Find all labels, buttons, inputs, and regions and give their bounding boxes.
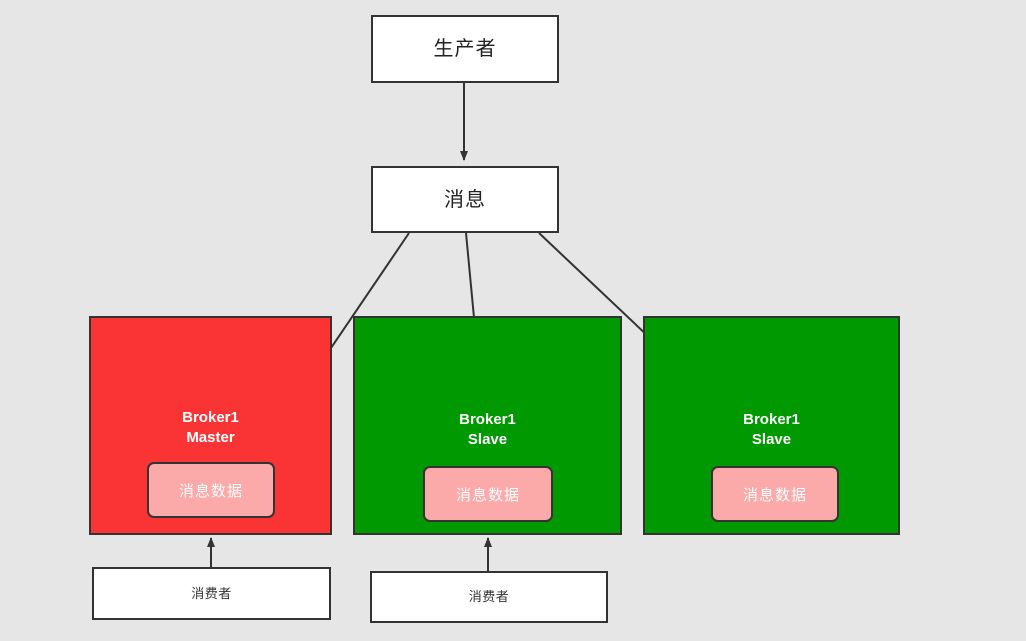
node-consumer-2[interactable]: 消费者: [370, 571, 608, 623]
broker1-slave-1-title: Broker1 Slave: [459, 411, 516, 448]
node-producer[interactable]: 生产者: [371, 15, 559, 83]
node-broker1-slave-2[interactable]: Broker1 Slave 消息数据: [643, 316, 900, 535]
broker1-master-data-box[interactable]: 消息数据: [147, 462, 275, 518]
producer-label: 生产者: [433, 38, 497, 60]
consumer-1-label: 消费者: [191, 585, 232, 601]
broker1-master-data-label: 消息数据: [178, 482, 243, 500]
broker1-master-title: Broker1 Master: [182, 409, 239, 446]
broker1-slave-2-title: Broker1 Slave: [743, 411, 800, 448]
broker1-slave-2-data-label: 消息数据: [742, 486, 807, 504]
node-consumer-1[interactable]: 消费者: [92, 567, 331, 620]
node-message[interactable]: 消息: [371, 166, 559, 233]
broker1-slave-1-data-label: 消息数据: [455, 486, 520, 504]
node-broker1-slave-1[interactable]: Broker1 Slave 消息数据: [353, 316, 622, 535]
message-label: 消息: [444, 188, 486, 211]
consumer-2-label: 消费者: [468, 589, 510, 605]
broker1-slave-1-data-box[interactable]: 消息数据: [423, 466, 553, 522]
broker1-slave-2-data-box[interactable]: 消息数据: [711, 466, 839, 522]
node-broker1-master[interactable]: Broker1 Master 消息数据: [89, 316, 332, 535]
